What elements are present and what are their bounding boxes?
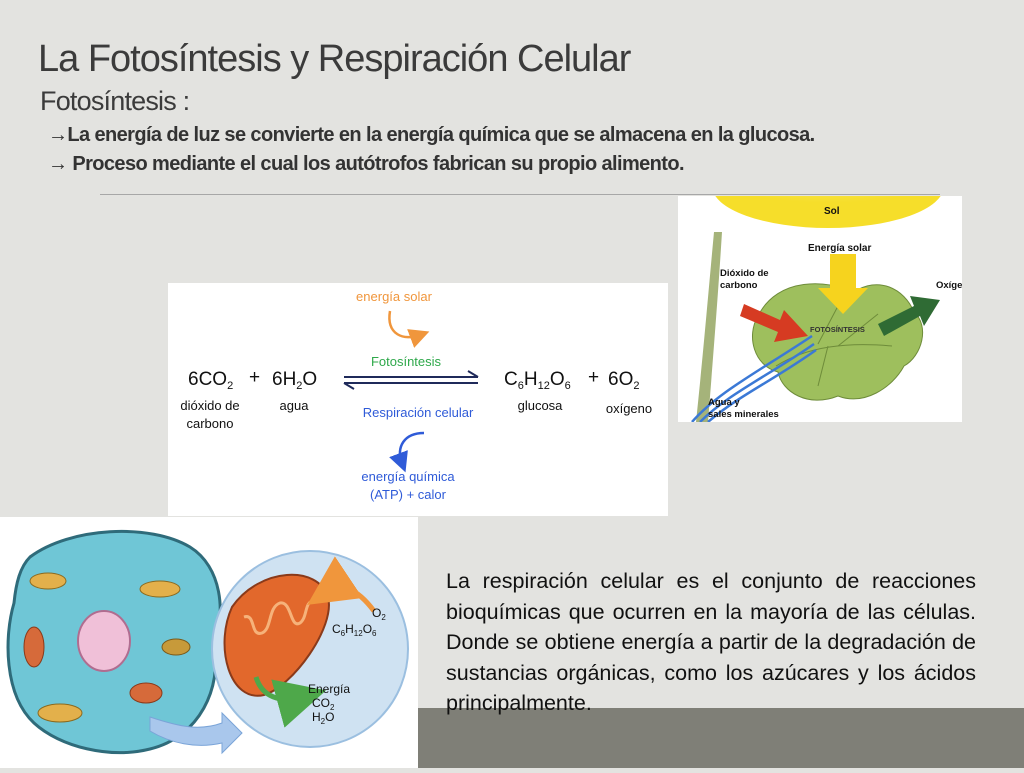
mitochondrion-small-2 xyxy=(23,626,45,668)
bullet-autotrophs: → Proceso mediante el cual los autótrofo… xyxy=(48,153,685,175)
zoom-connector-arrow xyxy=(149,711,243,755)
organelle-4 xyxy=(161,638,191,656)
plant-illustration: Sol Energía solar Dióxido de carbono Oxí… xyxy=(691,196,962,422)
chemical-energy-label: energía química xyxy=(361,469,455,484)
organelle-1 xyxy=(29,572,67,590)
cell-respiration-panel: O2 C6H12O6 Energía CO2 H2O xyxy=(0,517,418,768)
respiration-paragraph: La respiración celular es el conjunto de… xyxy=(446,569,976,715)
energy-output-arrow xyxy=(389,431,425,473)
glucose-formula: C6H12O6 xyxy=(504,369,571,392)
solar-energy-arrow xyxy=(818,254,868,314)
photosynthesis-equation-panel: energía solar Fotosíntesis 6CO2 + 6H2O d… xyxy=(168,283,668,516)
respiration-label: Respiración celular xyxy=(363,405,474,420)
reverse-arrow-head xyxy=(343,382,355,390)
co2-name-2: carbono xyxy=(187,416,234,431)
cell-h2o-label: H2O xyxy=(312,710,334,726)
water-label-2: sales minerales xyxy=(708,409,779,420)
cell-o2-label: O2 xyxy=(372,606,386,622)
bullet-light-energy: →La energía de luz se convierte en la en… xyxy=(48,124,815,146)
water-label-1: Agua y xyxy=(708,397,740,408)
title-divider xyxy=(100,194,940,195)
equation-diagram: energía solar Fotosíntesis 6CO2 + 6H2O d… xyxy=(180,289,652,502)
sun-shape xyxy=(715,196,941,228)
mitochondrion-small-1 xyxy=(129,682,163,704)
oxygen-label: Oxígeno xyxy=(936,280,962,291)
solar-energy-label: Energía solar xyxy=(808,243,871,254)
slide-title: La Fotosíntesis y Respiración Celular xyxy=(38,38,631,80)
sun-label: Sol xyxy=(824,206,840,217)
atp-heat-label: (ATP) + calor xyxy=(370,487,447,502)
organelle-3 xyxy=(37,703,83,723)
inputs-arrow xyxy=(307,556,376,613)
forward-arrow-head xyxy=(467,370,479,378)
co2-label-1: Dióxido de xyxy=(720,268,769,279)
oxygen-arrow xyxy=(878,296,940,336)
co2-label-2: carbono xyxy=(720,280,758,291)
leaf-veins xyxy=(775,305,893,387)
mitochondrion-large xyxy=(223,573,330,697)
glucose-name: glucosa xyxy=(518,398,564,413)
o2-formula: 6O2 xyxy=(608,369,639,392)
outputs-arrow xyxy=(253,676,327,728)
slide-subtitle: Fotosíntesis : xyxy=(40,86,190,116)
plus-left: + xyxy=(249,367,260,388)
plus-right: + xyxy=(588,367,599,388)
solar-input-arrow xyxy=(388,310,430,348)
plant-stem xyxy=(696,232,722,422)
h2o-formula: 6H2O xyxy=(272,369,317,392)
co2-name-1: dióxido de xyxy=(180,398,239,413)
cell-co2-label: CO2 xyxy=(312,696,335,712)
co2-formula: 6CO2 xyxy=(188,369,233,392)
cell-glucose-label: C6H12O6 xyxy=(332,622,377,638)
energy-solar-label: energía solar xyxy=(356,289,433,304)
co2-arrow xyxy=(740,304,808,342)
cell-energy-label: Energía xyxy=(308,682,350,696)
cell-illustration: O2 C6H12O6 Energía CO2 H2O xyxy=(6,529,409,755)
mitochondrion-cristae xyxy=(243,599,315,635)
photosynthesis-label: Fotosíntesis xyxy=(371,354,442,369)
h2o-name: agua xyxy=(280,398,310,413)
organelle-2 xyxy=(139,580,181,598)
o2-name: oxígeno xyxy=(606,401,652,416)
water-flow-lines xyxy=(691,334,817,422)
cell-nucleus xyxy=(77,610,131,672)
plant-photosynthesis-panel: Sol Energía solar Dióxido de carbono Oxí… xyxy=(678,196,962,422)
footer-bar xyxy=(418,708,1024,768)
process-label: FOTOSÍNTESIS xyxy=(810,325,865,334)
